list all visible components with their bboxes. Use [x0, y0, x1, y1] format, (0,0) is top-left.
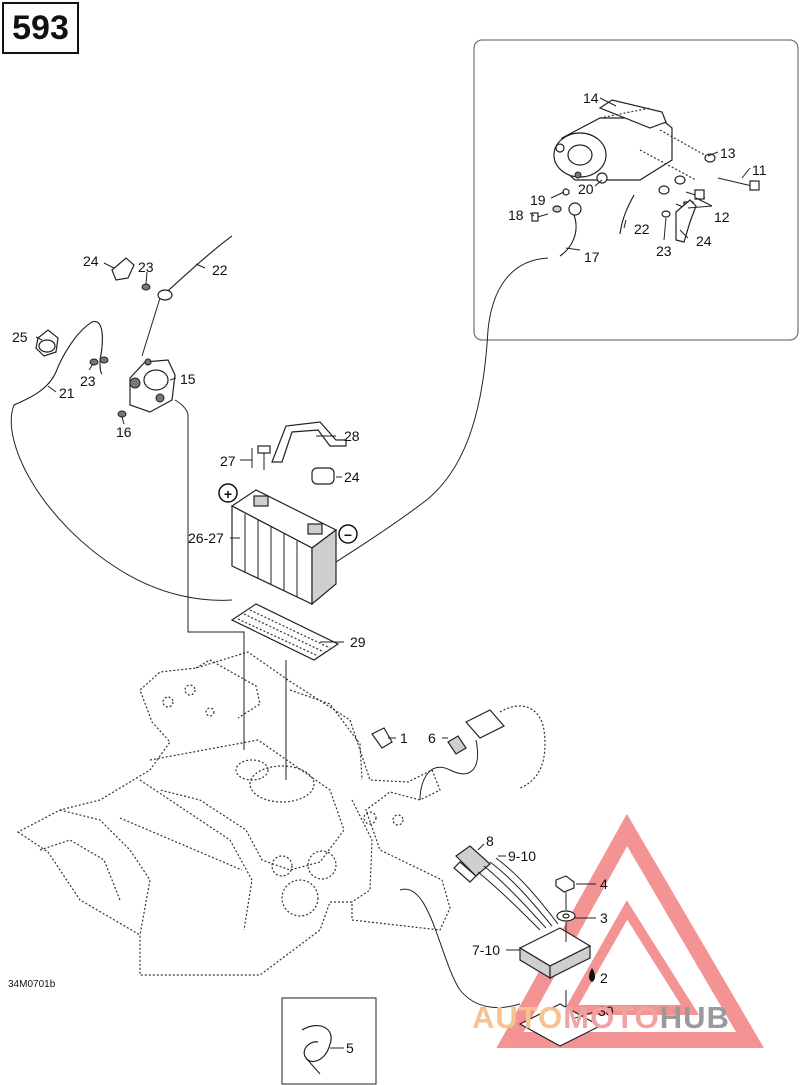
callout-11: 11	[752, 162, 767, 178]
callout-6: 6	[428, 730, 436, 746]
callout-21: 21	[59, 385, 75, 401]
starter-hardware	[531, 129, 760, 257]
negative-terminal-icon: −	[338, 524, 358, 544]
bolt-27	[257, 445, 271, 470]
connector-8	[453, 845, 491, 883]
negative-symbol: −	[344, 527, 352, 543]
callout-24-battery: 24	[344, 469, 360, 485]
callout-29: 29	[350, 634, 366, 650]
positive-terminal-icon: +	[218, 483, 238, 503]
callout-24-inset: 24	[696, 233, 712, 249]
cable-route-solenoid	[174, 399, 245, 750]
solenoid-15	[129, 358, 176, 413]
callout-28: 28	[344, 428, 360, 444]
callout-20: 20	[578, 181, 594, 197]
bracket-30	[518, 990, 602, 1047]
page-number-box: 593	[2, 2, 79, 54]
terminal-cap-25	[35, 329, 59, 357]
bolt-18	[531, 212, 549, 222]
cable-21	[13, 321, 109, 406]
leader-15	[141, 297, 161, 357]
callout-15: 15	[180, 371, 196, 387]
nut-23-mid	[89, 358, 99, 366]
callout-22-main: 22	[212, 262, 228, 278]
callout-9-10: 9-10	[508, 848, 536, 864]
callout-25: 25	[12, 329, 28, 345]
callout-30: 30	[598, 1003, 614, 1019]
battery-26-27	[230, 489, 338, 606]
callout-27: 27	[220, 453, 236, 469]
callout-12: 12	[714, 209, 730, 225]
bolt-11	[717, 177, 760, 191]
callout-18: 18	[508, 207, 524, 223]
callout-14: 14	[583, 90, 599, 106]
watermark-part3: HUB	[659, 1000, 730, 1035]
callout-4: 4	[600, 876, 608, 892]
cable-22-top	[157, 235, 233, 301]
callout-17: 17	[584, 249, 600, 265]
callout-7-10: 7-10	[472, 942, 500, 958]
callout-23-inset: 23	[656, 243, 672, 259]
callout-23-mid: 23	[80, 373, 96, 389]
leader-lines	[35, 97, 751, 1049]
cable-route-regulator	[399, 888, 521, 1008]
wire-harness-9-10	[477, 857, 559, 931]
callout-1: 1	[400, 730, 408, 746]
inset-box	[473, 39, 799, 341]
connector-harness-top	[419, 705, 546, 801]
fuse-6	[447, 735, 467, 755]
callout-22-inset: 22	[634, 221, 650, 237]
cable-22-inset	[619, 194, 635, 235]
callout-13: 13	[720, 145, 736, 161]
battery-pad-29	[230, 603, 340, 661]
callout-16: 16	[116, 424, 132, 440]
cable-route-main	[10, 404, 233, 601]
battery-hold-down-strap-28	[271, 421, 347, 463]
callout-5: 5	[346, 1040, 354, 1056]
washer-3	[556, 910, 576, 922]
voltage-regulator-7-10	[518, 927, 592, 980]
callout-24-top: 24	[83, 253, 99, 269]
starter-motor	[553, 99, 673, 184]
callout-26-27: 26-27	[188, 530, 224, 546]
cable-17-inset	[559, 202, 582, 257]
watermark-part1: AUTO	[472, 1000, 564, 1035]
callout-8: 8	[486, 833, 494, 849]
nut-4	[555, 875, 575, 893]
callout-19: 19	[530, 192, 546, 208]
terminal-cap-24-battery	[311, 467, 335, 485]
watermark-text: AUTOMOTOHUB	[472, 1000, 798, 1044]
chassis-frame	[16, 651, 451, 976]
positive-symbol: +	[224, 486, 232, 502]
cable-tie-5	[301, 1025, 332, 1075]
callout-3: 3	[600, 910, 608, 926]
clip-1	[371, 727, 393, 749]
cable-route-inset	[323, 257, 549, 571]
drop-icon	[589, 968, 595, 982]
drawing-code: 34M0701b	[8, 979, 56, 990]
page-number: 593	[12, 8, 69, 47]
callout-2: 2	[600, 970, 608, 986]
callout-23-top: 23	[138, 259, 154, 275]
terminal-cap-24-top	[111, 257, 135, 281]
watermark-part2: MOTO	[563, 1000, 660, 1035]
nut-16	[117, 410, 127, 418]
nut-23-top	[141, 283, 151, 291]
